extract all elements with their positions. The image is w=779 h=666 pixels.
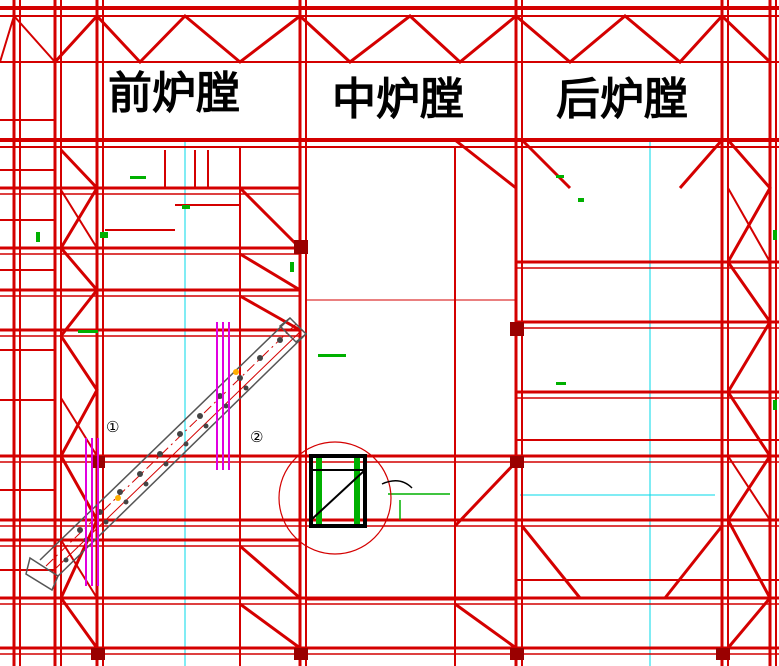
conveyor-rollers (63, 337, 283, 563)
green-annotations (36, 175, 777, 524)
callout-detail (278, 441, 413, 555)
label-middle-furnace: 中炉膛 (328, 74, 468, 126)
inclined-conveyor (25, 316, 308, 592)
support-struts (85, 322, 230, 586)
callout-marker-2: ② (250, 428, 264, 446)
label-front-furnace: 前炉膛 (104, 68, 244, 120)
callout-marker-1: ① (106, 418, 120, 436)
highlight-dots (115, 369, 239, 501)
connection-plates (91, 240, 730, 660)
label-rear-furnace: 后炉膛 (552, 74, 692, 126)
